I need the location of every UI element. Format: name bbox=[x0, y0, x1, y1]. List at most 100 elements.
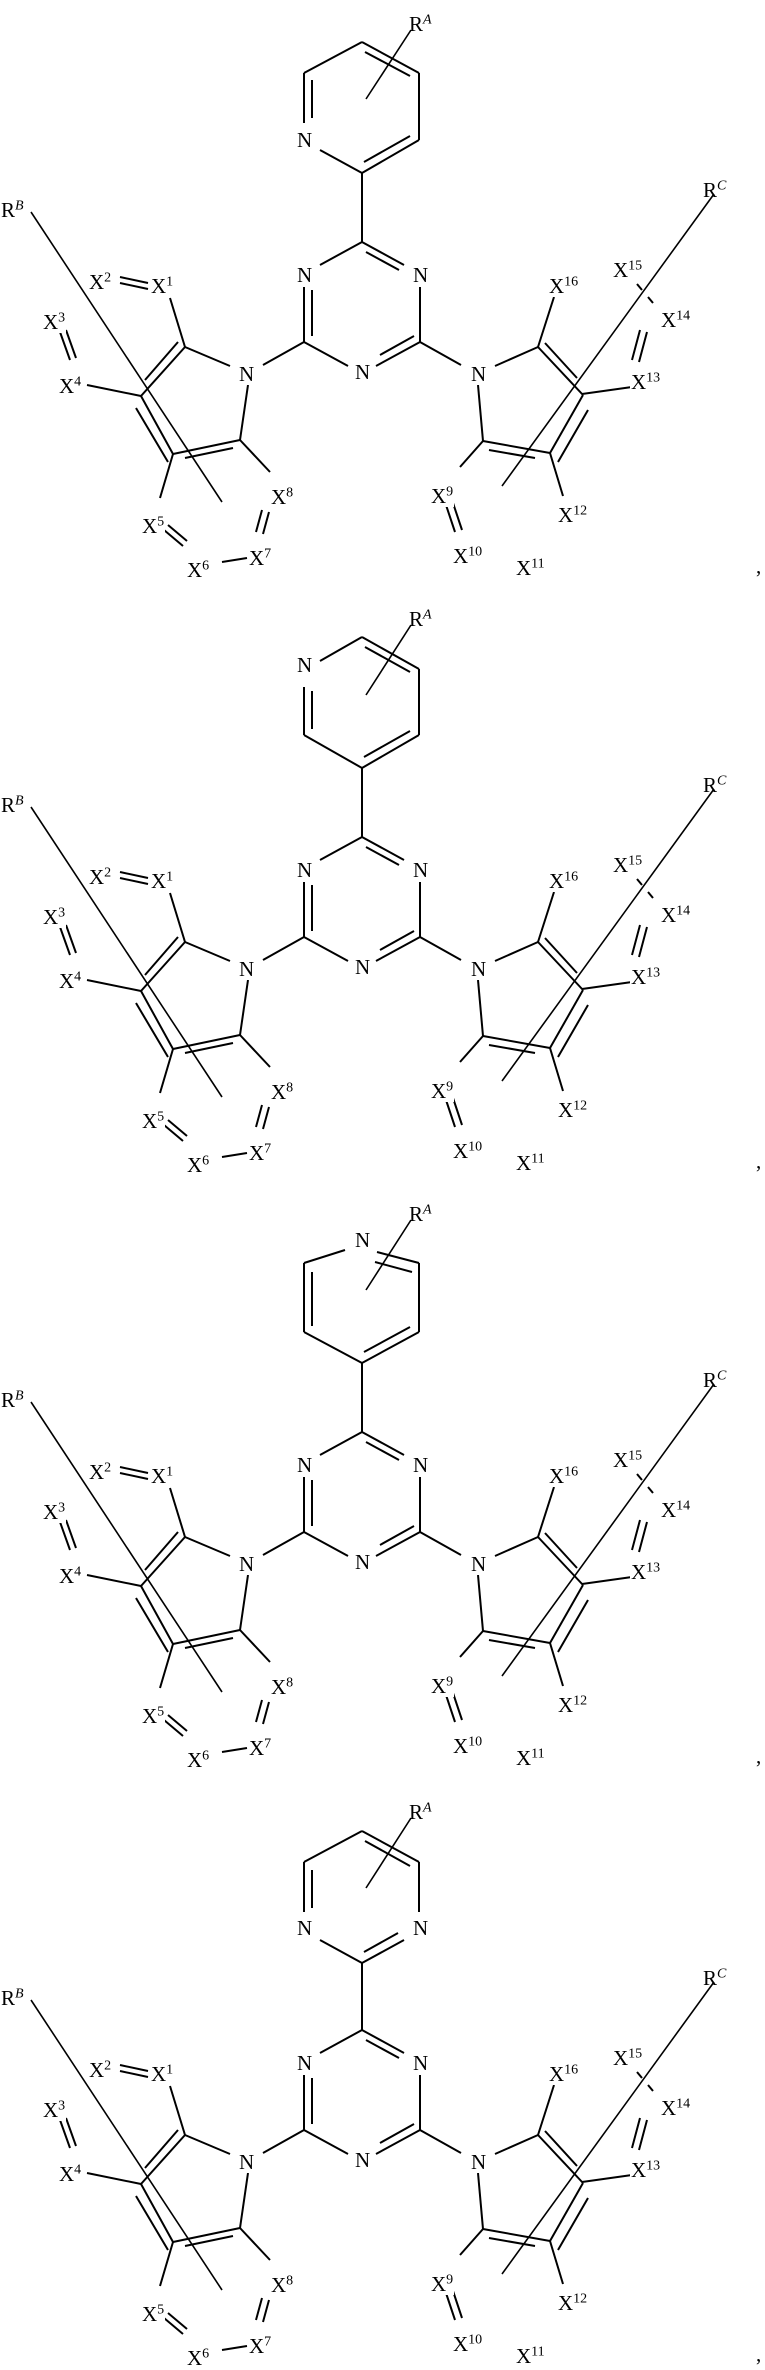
structure-2-carbazole-n-right: N bbox=[470, 957, 488, 981]
structure-3-label-x13: X13 bbox=[630, 1560, 662, 1584]
structure-3-label-x5: X5 bbox=[141, 1704, 166, 1728]
structure-4-label-x13: X13 bbox=[630, 2158, 662, 2182]
structure-4-label-x8: X8 bbox=[270, 2273, 295, 2297]
structure-3-triazine-n-upper-left: N bbox=[296, 1453, 314, 1477]
structure-1-label-x6: X6 bbox=[186, 558, 211, 582]
structure-1-label-x1: X1 bbox=[150, 274, 175, 298]
pyridin-4-yl-ring bbox=[303, 1219, 420, 1432]
structure-4-pyrimidine-n-right: N bbox=[412, 1916, 430, 1940]
structure-4-label-x7: X7 bbox=[248, 2334, 273, 2358]
pyrimidin-2-yl-ring bbox=[303, 1817, 420, 2030]
structure-1 bbox=[30, 29, 715, 563]
structure-4-pyrimidine-n-left: N bbox=[296, 1916, 314, 1940]
structure-4-triazine-n-upper-right: N bbox=[412, 2051, 430, 2075]
structure-4-label-x11: X11 bbox=[515, 2344, 546, 2368]
structure-4-triazine-n-bottom: N bbox=[354, 2148, 372, 2172]
structure-1-label-x7: X7 bbox=[248, 546, 273, 570]
structure-1-comma: , bbox=[756, 554, 762, 578]
structure-2-label-ra: RA bbox=[409, 607, 432, 631]
structure-1-label-x9: X9 bbox=[430, 484, 455, 508]
structure-3-label-ra: RA bbox=[409, 1202, 432, 1226]
structure-1-triazine-n-upper-left: N bbox=[296, 263, 314, 287]
structure-1-label-rb: RB bbox=[1, 198, 24, 222]
structure-3 bbox=[30, 1219, 715, 1753]
structure-2-label-x13: X13 bbox=[630, 965, 662, 989]
structure-3-label-x14: X14 bbox=[660, 1498, 692, 1522]
structure-4-label-x6: X6 bbox=[186, 2346, 211, 2370]
structure-2-label-x16: X16 bbox=[548, 869, 580, 893]
structure-1-label-x3: X3 bbox=[42, 310, 67, 334]
structure-4-label-x3: X3 bbox=[42, 2098, 67, 2122]
structure-2-comma: , bbox=[756, 1149, 762, 1173]
structure-1-pyridine-n: N bbox=[296, 128, 314, 152]
structure-2-triazine-n-bottom: N bbox=[354, 955, 372, 979]
structure-3-label-x10: X10 bbox=[452, 1734, 484, 1758]
structure-1-triazine-n-bottom: N bbox=[354, 360, 372, 384]
structure-2-label-x15: X15 bbox=[612, 853, 644, 877]
structure-4-label-ra: RA bbox=[409, 1800, 432, 1824]
structure-1-label-x5: X5 bbox=[141, 514, 166, 538]
structure-2-triazine-n-upper-left: N bbox=[296, 858, 314, 882]
structure-1-label-x16: X16 bbox=[548, 274, 580, 298]
structure-1-label-rc: RC bbox=[703, 178, 727, 202]
structure-4-label-x4: X4 bbox=[58, 2162, 83, 2186]
structure-1-label-x2: X2 bbox=[88, 270, 113, 294]
structure-2-triazine-n-upper-right: N bbox=[412, 858, 430, 882]
structure-4-label-x12: X12 bbox=[557, 2291, 589, 2315]
structure-3-label-x16: X16 bbox=[548, 1464, 580, 1488]
structure-2-label-x2: X2 bbox=[88, 865, 113, 889]
structure-2-carbazole-n-left: N bbox=[238, 957, 256, 981]
structure-3-comma: , bbox=[756, 1744, 762, 1768]
structure-3-label-rb: RB bbox=[1, 1388, 24, 1412]
structure-1-label-ra: RA bbox=[409, 12, 432, 36]
structure-3-label-x9: X9 bbox=[430, 1674, 455, 1698]
structure-4-label-x1: X1 bbox=[150, 2062, 175, 2086]
structure-4-label-x10: X10 bbox=[452, 2332, 484, 2356]
structure-4-label-x2: X2 bbox=[88, 2058, 113, 2082]
structure-3-carbazole-n-left: N bbox=[238, 1552, 256, 1576]
structure-4-carbazole-n-left: N bbox=[238, 2150, 256, 2174]
structure-2-label-x1: X1 bbox=[150, 869, 175, 893]
structure-4 bbox=[30, 1817, 715, 2351]
structure-3-triazine-n-bottom: N bbox=[354, 1550, 372, 1574]
structure-4-label-x16: X16 bbox=[548, 2062, 580, 2086]
structure-2-label-x6: X6 bbox=[186, 1153, 211, 1177]
structure-2-label-x10: X10 bbox=[452, 1139, 484, 1163]
structure-2-pyridine-n: N bbox=[296, 653, 314, 677]
structure-3-label-x7: X7 bbox=[248, 1736, 273, 1760]
structure-2-label-rc: RC bbox=[703, 773, 727, 797]
structure-2-label-rb: RB bbox=[1, 793, 24, 817]
structure-2-label-x12: X12 bbox=[557, 1098, 589, 1122]
structure-3-label-rc: RC bbox=[703, 1368, 727, 1392]
structure-4-label-x14: X14 bbox=[660, 2096, 692, 2120]
structure-2-label-x5: X5 bbox=[141, 1109, 166, 1133]
structure-3-pyridine-n: N bbox=[354, 1228, 372, 1252]
structure-3-label-x6: X6 bbox=[186, 1748, 211, 1772]
structure-1-carbazole-n-right: N bbox=[470, 362, 488, 386]
structure-1-label-x11: X11 bbox=[515, 556, 546, 580]
structure-2-label-x3: X3 bbox=[42, 905, 67, 929]
structure-3-label-x3: X3 bbox=[42, 1500, 67, 1524]
structure-1-label-x8: X8 bbox=[270, 485, 295, 509]
structure-2 bbox=[30, 624, 715, 1158]
pyridin-2-yl-ring bbox=[303, 29, 420, 242]
structure-1-triazine-n-upper-right: N bbox=[412, 263, 430, 287]
structure-4-comma: , bbox=[756, 2342, 762, 2366]
structure-3-label-x2: X2 bbox=[88, 1460, 113, 1484]
pyridin-3-yl-ring bbox=[303, 624, 420, 837]
structure-4-label-x9: X9 bbox=[430, 2272, 455, 2296]
structure-3-carbazole-n-right: N bbox=[470, 1552, 488, 1576]
structure-1-label-x14: X14 bbox=[660, 308, 692, 332]
structure-4-label-rb: RB bbox=[1, 1986, 24, 2010]
structure-1-label-x15: X15 bbox=[612, 258, 644, 282]
structure-4-triazine-n-upper-left: N bbox=[296, 2051, 314, 2075]
structure-3-label-x11: X11 bbox=[515, 1746, 546, 1770]
structure-2-label-x14: X14 bbox=[660, 903, 692, 927]
structure-2-label-x8: X8 bbox=[270, 1080, 295, 1104]
structure-2-label-x7: X7 bbox=[248, 1141, 273, 1165]
structure-1-carbazole-n-left: N bbox=[238, 362, 256, 386]
structure-4-label-x5: X5 bbox=[141, 2302, 166, 2326]
structure-1-label-x12: X12 bbox=[557, 503, 589, 527]
